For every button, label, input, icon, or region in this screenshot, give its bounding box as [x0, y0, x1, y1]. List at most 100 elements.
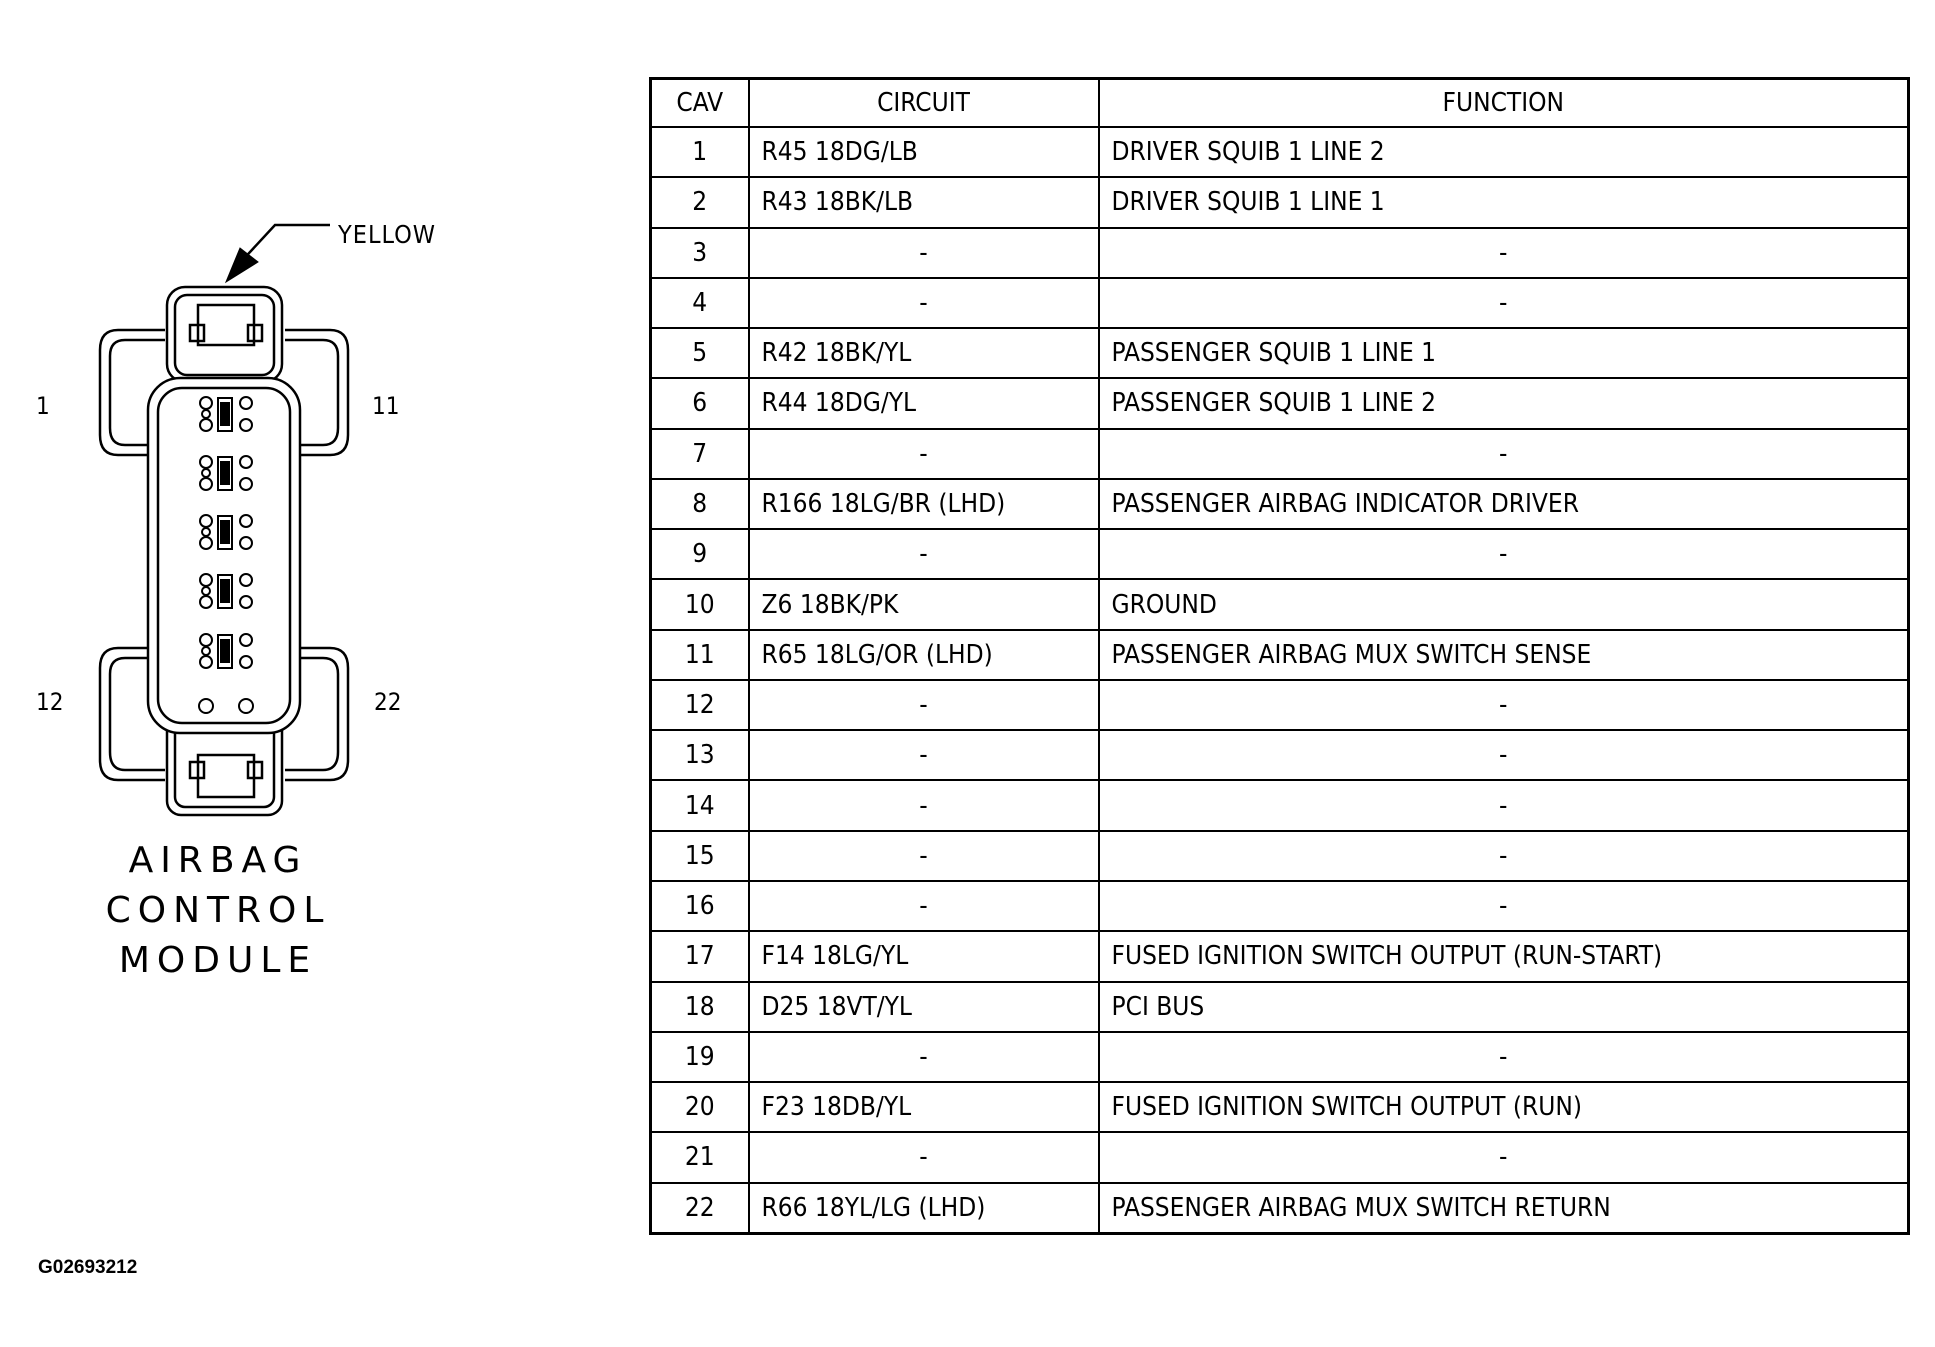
module-label-line-3: MODULE — [119, 940, 317, 981]
cell-cav: 21 — [649, 1131, 750, 1184]
pin-label-22: 22 — [374, 688, 401, 716]
table-row: 19-- — [649, 1030, 1910, 1084]
cell-cav: 5 — [649, 327, 750, 380]
table-row: 16-- — [649, 879, 1910, 933]
cavity-group-4 — [199, 573, 253, 609]
cell-function: - — [1097, 226, 1910, 279]
cell-cav: 19 — [649, 1030, 750, 1084]
cell-cav: 15 — [649, 829, 750, 882]
cell-function: - — [1097, 528, 1910, 581]
cell-cav: 7 — [649, 427, 750, 480]
lower-ears — [98, 646, 350, 782]
cell-function: - — [1097, 427, 1910, 480]
connector-diagram: YELLOW — [36, 220, 436, 981]
callout-arrow — [224, 223, 330, 284]
table-row: 21-- — [649, 1131, 1910, 1184]
cell-function: FUSED IGNITION SWITCH OUTPUT (RUN-START) — [1097, 930, 1910, 983]
cell-circuit: - — [747, 829, 1100, 882]
cell-cav: 10 — [649, 578, 750, 631]
module-label: AIRBAG CONTROL MODULE — [106, 840, 331, 981]
upper-ears — [98, 328, 350, 457]
cell-cav: 20 — [649, 1081, 750, 1134]
cell-function: - — [1097, 779, 1910, 832]
cell-cav: 18 — [649, 980, 750, 1033]
table-row: 15-- — [649, 829, 1910, 882]
cell-circuit: R44 18DG/YL — [747, 377, 1100, 430]
module-label-line-2: CONTROL — [106, 890, 331, 931]
table-row: 4-- — [649, 276, 1910, 330]
pin-label-11: 11 — [372, 392, 399, 420]
cell-cav: 2 — [649, 176, 750, 229]
table-row: 13-- — [649, 729, 1910, 782]
cell-cav: 17 — [649, 930, 750, 983]
cell-circuit: - — [747, 1131, 1100, 1184]
cell-circuit: R43 18BK/LB — [747, 176, 1100, 229]
cell-circuit: - — [747, 879, 1100, 933]
cavity-group-3 — [199, 514, 253, 550]
cell-function: - — [1097, 829, 1910, 882]
cell-cav: 12 — [649, 678, 750, 732]
callout-label: YELLOW — [337, 220, 436, 249]
cell-function: - — [1097, 879, 1910, 933]
cell-cav: 9 — [649, 528, 750, 581]
cell-circuit: Z6 18BK/PK — [747, 578, 1100, 631]
connector-body — [146, 376, 302, 735]
cell-cav: 13 — [649, 729, 750, 782]
cell-function: - — [1097, 678, 1910, 732]
cell-function: DRIVER SQUIB 1 LINE 1 — [1097, 176, 1910, 229]
cell-circuit: - — [747, 1030, 1100, 1084]
module-label-line-1: AIRBAG — [129, 840, 308, 881]
cell-function: PASSENGER AIRBAG MUX SWITCH RETURN — [1097, 1181, 1910, 1235]
cavity-group-2 — [199, 455, 253, 491]
cell-function: DRIVER SQUIB 1 LINE 2 — [1097, 125, 1910, 179]
top-latch — [165, 285, 284, 384]
cell-function: FUSED IGNITION SWITCH OUTPUT (RUN) — [1097, 1081, 1910, 1134]
cell-circuit: R42 18BK/YL — [747, 327, 1100, 380]
cell-circuit: F23 18DB/YL — [747, 1081, 1100, 1134]
header-cav: CAV — [649, 77, 750, 128]
cavity-group-1 — [199, 396, 253, 432]
header-circuit: CIRCUIT — [747, 77, 1100, 128]
cell-circuit: - — [747, 678, 1100, 732]
table-row: 9-- — [649, 528, 1910, 581]
pin-label-12: 12 — [36, 688, 63, 716]
cell-function: - — [1097, 1030, 1910, 1084]
cell-function: PCI BUS — [1097, 980, 1910, 1033]
header-function: FUNCTION — [1097, 77, 1910, 128]
cell-function: PASSENGER AIRBAG INDICATOR DRIVER — [1097, 477, 1910, 531]
cell-function: PASSENGER SQUIB 1 LINE 2 — [1097, 377, 1910, 430]
cell-function: PASSENGER AIRBAG MUX SWITCH SENSE — [1097, 628, 1910, 681]
cell-circuit: D25 18VT/YL — [747, 980, 1100, 1033]
table-row: 7-- — [649, 427, 1910, 480]
table-row: 14-- — [649, 779, 1910, 832]
cell-circuit: R166 18LG/BR (LHD) — [747, 477, 1100, 531]
cell-circuit: - — [747, 528, 1100, 581]
cell-function: - — [1097, 276, 1910, 330]
cell-cav: 11 — [649, 628, 750, 681]
cell-circuit: R45 18DG/LB — [747, 125, 1100, 179]
table-row: 3-- — [649, 226, 1910, 279]
cell-function: - — [1097, 1131, 1910, 1184]
cell-cav: 8 — [649, 477, 750, 531]
cell-circuit: R65 18LG/OR (LHD) — [747, 628, 1100, 681]
table-row: 12-- — [649, 678, 1910, 732]
cell-circuit: - — [747, 427, 1100, 480]
table-header-row: CAV CIRCUIT FUNCTION — [649, 77, 1910, 128]
cell-circuit: - — [747, 779, 1100, 832]
cell-circuit: - — [747, 729, 1100, 782]
cell-circuit: R66 18YL/LG (LHD) — [747, 1181, 1100, 1235]
cavity-group-5 — [199, 633, 253, 669]
cell-cav: 16 — [649, 879, 750, 933]
cell-cav: 3 — [649, 226, 750, 279]
cell-cav: 4 — [649, 276, 750, 330]
cell-function: - — [1097, 729, 1910, 782]
